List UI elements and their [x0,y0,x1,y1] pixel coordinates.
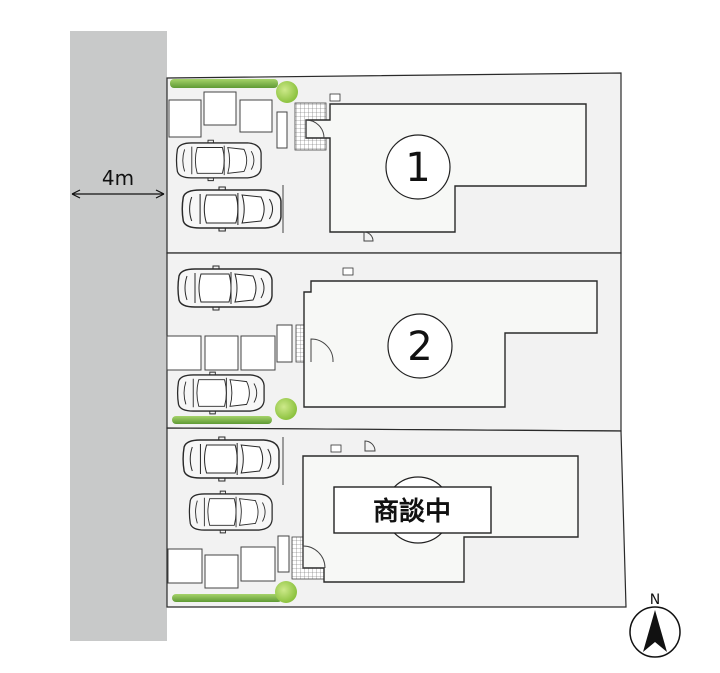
hedge [170,79,278,88]
meter-box-icon [342,267,354,276]
lot-number: 2 [407,324,432,370]
hedge [172,416,272,424]
paving-slab [276,324,293,363]
car-icon [175,139,262,182]
road-width-label: 4m [102,166,134,190]
tree-icon [275,581,297,603]
paving-slab [167,548,203,584]
tree-icon [275,398,297,420]
paving-slab [276,111,288,149]
car-icon [176,371,265,415]
car-icon [181,186,282,232]
car-icon [182,436,280,482]
paving-slab [204,554,239,589]
paving-slab [240,546,276,582]
north-arrow-icon [643,610,667,652]
tree-icon [276,81,298,103]
paving-slab [239,99,273,133]
hedge [172,594,282,602]
lot-3[interactable]: 商談中 [166,427,627,608]
lot-2[interactable]: 2 [166,252,622,432]
car-icon [188,490,273,534]
lot-number-badge [385,134,451,200]
road-width-dimension: 4m [71,166,165,199]
north-compass: N [629,592,681,658]
paving-slab [166,335,202,371]
meter-box-icon [329,93,341,102]
north-label: N [650,592,660,608]
lot-number: 1 [405,145,430,191]
paving-slab [277,535,290,573]
status-banner [333,486,492,534]
lot-status: 商談中 [373,496,451,527]
lot-1[interactable]: 1 [166,72,622,254]
paving-slab [168,99,202,138]
car-icon [177,265,273,311]
road [70,31,167,641]
meter-box-icon [330,444,342,453]
paving-slab [203,91,237,126]
paving-slab [240,335,276,371]
lot-number-badge [387,313,453,379]
paving-slab [204,335,239,371]
